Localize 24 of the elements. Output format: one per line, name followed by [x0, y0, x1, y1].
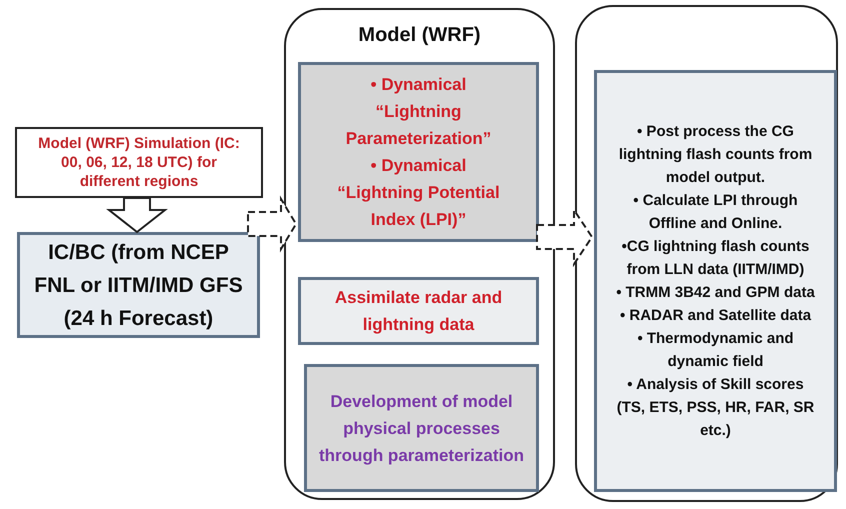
process-box [298, 277, 539, 345]
box-text: • Calculate LPI through Offline and Online. [632, 191, 799, 234]
process-box [15, 127, 263, 198]
box-text: IC/BC (from NCEP FNL or IITM/IMD GFS (24 h Forecast) [33, 240, 244, 332]
model-panel [284, 8, 555, 500]
block-arrow [106, 197, 168, 234]
input-box [17, 232, 260, 338]
box-text: • TRMM 3B42 and GPM data [616, 283, 815, 303]
process-box [304, 364, 539, 492]
box-text: • Dynamical “Lightning Parameterization” [344, 74, 492, 150]
box-text: •CG lightning flash counts from LLN data (IITM/IMD) [620, 237, 810, 280]
box-text: • RADAR and Satellite data [620, 306, 812, 326]
output-panel [575, 5, 838, 502]
box-text: Model (WRF) Simulation (IC: 00, 06, 12, 18 UTC) for different regions [37, 134, 241, 191]
block-arrow [247, 195, 298, 253]
output-box [594, 70, 837, 492]
box-text: • Post process the CG lightning flash counts from model output. [618, 122, 814, 188]
box-text: • Dynamical “Lightning Potential Index (LPI)” [336, 155, 501, 231]
box-text: • Analysis of Skill scores (TS, ETS, PSS, HR, FAR, SR etc.) [616, 375, 816, 441]
process-box [298, 62, 539, 242]
box-text: Development of model physical processes through parameterization [318, 390, 525, 467]
box-text: Assimilate radar and lightning data [334, 287, 504, 336]
box-text: • Thermodynamic and dynamic field [636, 329, 795, 372]
panel-title: Model (WRF) [357, 23, 482, 48]
